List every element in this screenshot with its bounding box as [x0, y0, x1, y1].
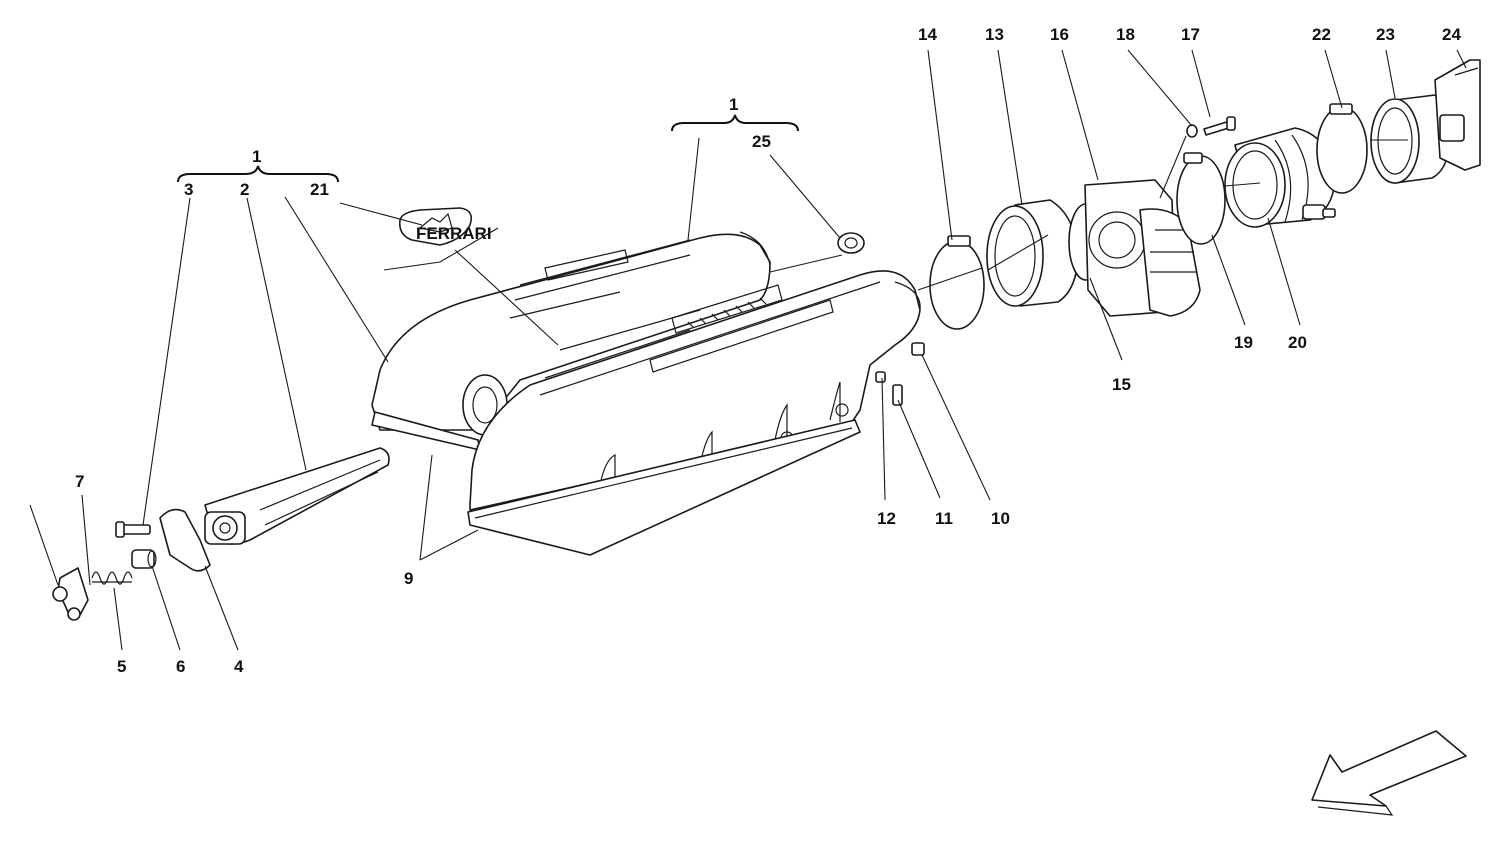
ferrari-badge: FERRARI: [398, 207, 492, 246]
callout-3: 3: [184, 180, 193, 199]
callout-24: 24: [1442, 25, 1461, 44]
callout-6: 6: [176, 657, 185, 676]
callout-15: 15: [1112, 375, 1131, 394]
front-intake-plenum: [467, 270, 921, 556]
fitting-12: [875, 371, 886, 383]
clamp-19: [1176, 152, 1226, 245]
bellows-20: [1224, 127, 1336, 228]
bracket-4: [159, 508, 211, 572]
callout-23: 23: [1376, 25, 1395, 44]
callout-25: 25: [752, 132, 771, 151]
washer-18: [1186, 124, 1198, 138]
shaft-assembly: [204, 447, 390, 545]
sleeve-23: [1370, 94, 1451, 184]
callout-11: 11: [935, 509, 953, 528]
bushing-6: [131, 549, 157, 569]
air-duct-24: [1434, 59, 1481, 171]
callout-4: 4: [234, 657, 244, 676]
callout-14: 14: [918, 25, 937, 44]
brace-right: [671, 114, 799, 132]
callouts: 1 1 2 3 4 5 6 7 9 10 11 12 13 14 15 16 1…: [75, 25, 1461, 676]
callout-9: 9: [404, 569, 413, 588]
callout-22: 22: [1312, 25, 1331, 44]
callout-16: 16: [1050, 25, 1069, 44]
fitting-10: [911, 342, 925, 356]
callout-21: 21: [310, 180, 329, 199]
callout-12: 12: [877, 509, 896, 528]
brace-left: [177, 165, 339, 183]
badge-text: FERRARI: [416, 224, 492, 243]
callout-2: 2: [240, 180, 249, 199]
callout-20: 20: [1288, 333, 1307, 352]
leader-lines: [29, 49, 1467, 651]
screw-3: [115, 521, 151, 538]
hose-13: [986, 199, 1079, 307]
callout-19: 19: [1234, 333, 1253, 352]
clamp-22: [1316, 103, 1368, 194]
callout-7: 7: [75, 472, 84, 491]
arrow-icon: [1311, 730, 1467, 816]
spring-5: [91, 571, 133, 585]
callout-13: 13: [985, 25, 1004, 44]
throttle-body-16: [1084, 179, 1201, 317]
clamp-14: [929, 235, 985, 330]
lever-7: [52, 567, 89, 621]
fitting-11: [892, 384, 903, 406]
callout-1-left: 1: [252, 147, 261, 166]
callout-18: 18: [1116, 25, 1135, 44]
callout-17: 17: [1181, 25, 1200, 44]
callout-10: 10: [991, 509, 1010, 528]
bolt-17: [1203, 116, 1236, 136]
callout-1-right: 1: [729, 95, 738, 114]
callout-5: 5: [117, 657, 126, 676]
plug-25: [837, 232, 865, 254]
